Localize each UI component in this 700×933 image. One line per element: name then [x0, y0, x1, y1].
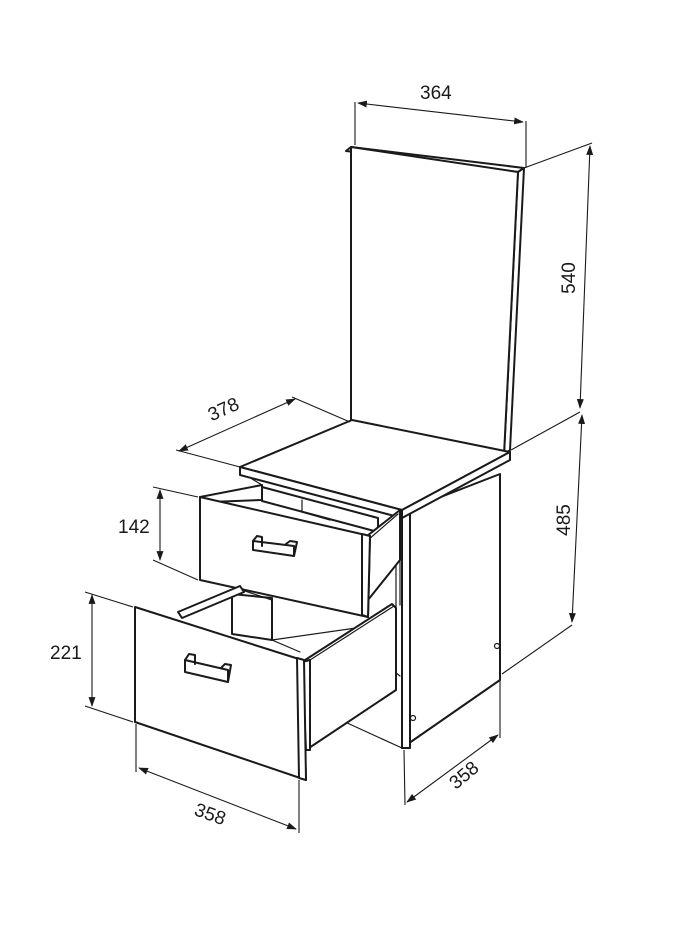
label-lower-drawer-width: 358	[191, 800, 228, 831]
lower-drawer	[134, 585, 397, 781]
dimension-lines	[84, 100, 594, 833]
label-lower-drawer-height: 221	[50, 643, 82, 664]
label-backboard-height: 540	[559, 262, 580, 294]
label-upper-drawer-height: 142	[118, 517, 150, 538]
dowel-hole	[409, 714, 417, 722]
cabinet-side-panel	[401, 473, 501, 749]
backboard	[345, 146, 525, 456]
upper-drawer-handle	[252, 535, 298, 557]
label-cabinet-depth: 358	[446, 758, 484, 794]
label-backboard-width: 364	[420, 83, 452, 104]
label-cabinet-height: 485	[554, 504, 575, 536]
label-top-depth: 378	[205, 394, 243, 426]
lower-drawer-handle	[184, 653, 232, 683]
dowel-hole	[493, 642, 501, 650]
upper-drawer	[199, 484, 401, 618]
cabinet-top	[239, 419, 511, 519]
